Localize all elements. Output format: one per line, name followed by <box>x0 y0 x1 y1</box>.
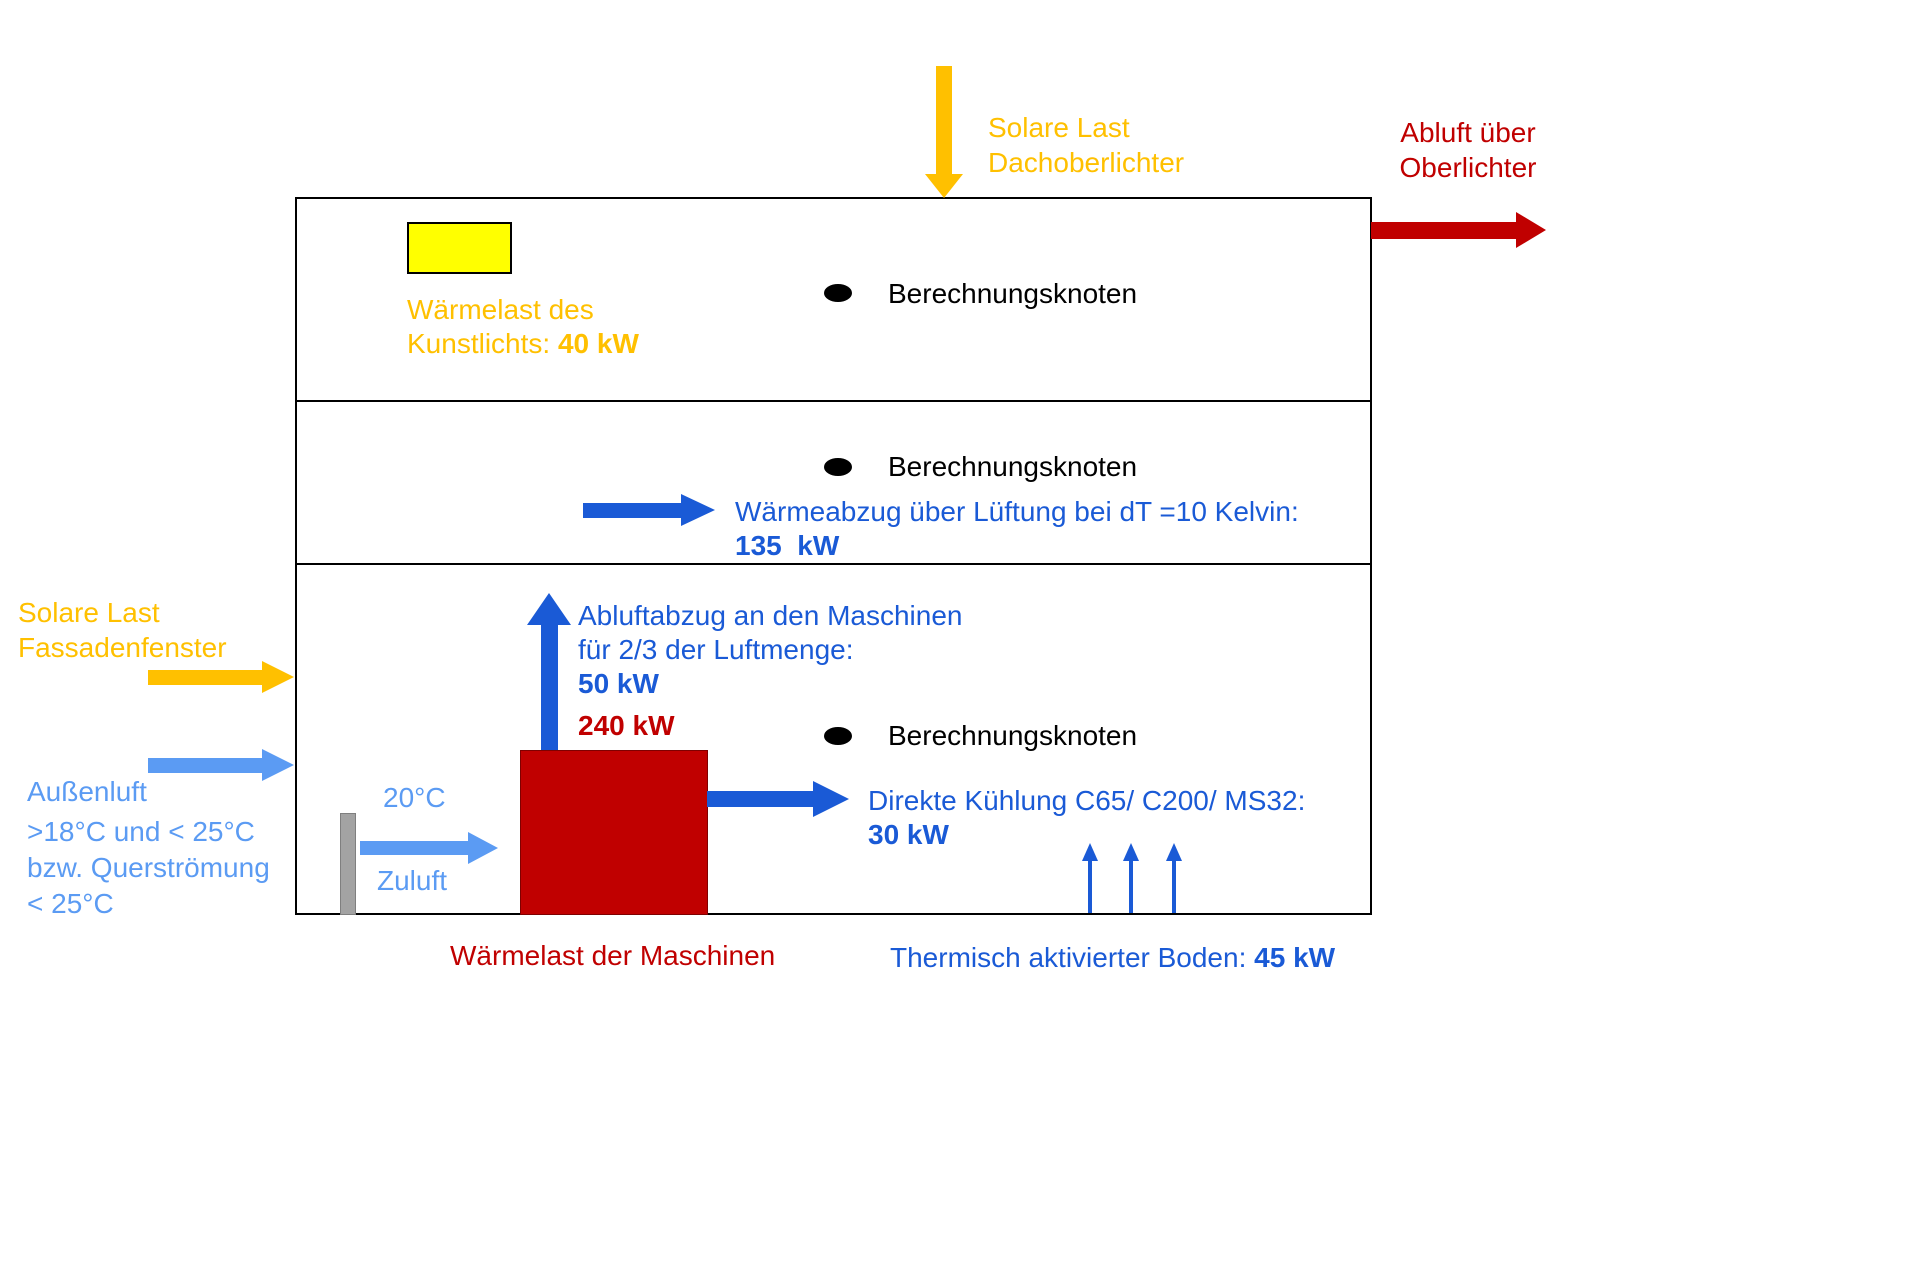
outdoor-air-arrowhead-icon <box>262 749 294 781</box>
supply-air-arrow-icon <box>360 841 470 855</box>
machine-heat-box <box>520 750 708 915</box>
outdoor-air-label-line3: bzw. Querströmung <box>27 852 270 883</box>
calculation-node-label-middle: Berechnungsknoten <box>888 451 1138 482</box>
supply-air-duct <box>340 813 356 915</box>
floor-arrow-3-icon <box>1172 861 1176 913</box>
light-load-label-line1: Wärmelast des <box>407 294 594 325</box>
floor-caption: Thermisch aktivierter Boden: 45 kW <box>890 941 1335 975</box>
calculation-node-label-bottom: Berechnungsknoten <box>888 720 1138 751</box>
direct-cooling-label: Direkte Kühlung C65/ C200/ MS32: <box>868 785 1306 816</box>
light-load-value: 40 kW <box>557 328 639 359</box>
exhaust-arrowhead-icon <box>1516 212 1546 248</box>
machine-exhaust-value: 50 kW <box>578 668 659 699</box>
exhaust-arrow-icon <box>1371 222 1518 239</box>
direct-cooling-arrow-icon <box>707 791 815 807</box>
calculation-node-label-top: Berechnungsknoten <box>888 278 1138 309</box>
machine-exhaust-label-line1: Abluftabzug an den Maschinen <box>578 600 963 631</box>
floor-arrowhead-1-icon <box>1082 843 1098 861</box>
machine-exhaust-label-line2: für 2/3 der Luftmenge: <box>578 634 854 665</box>
direct-cooling-arrowhead-icon <box>813 781 849 817</box>
floor-arrow-2-icon <box>1129 861 1133 913</box>
supply-air-label: Zuluft <box>377 865 448 896</box>
floor-arrow-1-icon <box>1088 861 1092 913</box>
light-load-label-line2: Kunstlichts: 40 kW <box>407 327 639 361</box>
solar-facade-label-line1: Solare Last <box>18 597 160 628</box>
exhaust-label-line1: Abluft über <box>1400 117 1536 148</box>
outdoor-air-label-line2: >18°C und < 25°C <box>27 816 255 847</box>
calculation-node-dot-top <box>824 284 852 302</box>
zone-divider-lower <box>295 563 1372 565</box>
artificial-light-box <box>407 222 512 274</box>
solar-facade-label-line2: Fassadenfenster <box>18 632 227 663</box>
outdoor-air-label-line4: < 25°C <box>27 888 114 919</box>
solar-facade-arrow-icon <box>148 670 264 685</box>
solar-facade-arrowhead-icon <box>262 661 294 693</box>
floor-arrowhead-2-icon <box>1123 843 1139 861</box>
ventilation-label: Wärmeabzug über Lüftung bei dT =10 Kelvi… <box>735 496 1299 527</box>
supply-air-arrowhead-icon <box>468 832 498 864</box>
ventilation-value: 135 kW <box>735 530 840 561</box>
outdoor-air-label-line1: Außenluft <box>27 776 147 807</box>
machine-exhaust-arrowhead-icon <box>527 593 571 625</box>
outdoor-air-arrow-icon <box>148 758 264 773</box>
exhaust-label-line2: Oberlichter <box>1399 152 1537 183</box>
light-load-prefix: Kunstlichts: <box>407 328 558 359</box>
floor-caption-prefix: Thermisch aktivierter Boden: <box>890 942 1255 973</box>
solar-roof-label-line2: Dachoberlichter <box>988 147 1185 178</box>
solar-roof-label-line1: Solare Last <box>988 112 1130 143</box>
ventilation-arrowhead-icon <box>681 494 715 526</box>
floor-arrowhead-3-icon <box>1166 843 1182 861</box>
solar-roof-arrowhead-icon <box>925 174 963 198</box>
solar-roof-arrow-icon <box>936 66 952 176</box>
ventilation-arrow-icon <box>583 503 683 518</box>
floor-caption-value: 45 kW <box>1254 942 1336 973</box>
direct-cooling-value: 30 kW <box>868 819 949 850</box>
machine-exhaust-arrow-icon <box>541 620 558 750</box>
calculation-node-dot-bottom <box>824 727 852 745</box>
machine-load-caption: Wärmelast der Maschinen <box>450 940 776 971</box>
machine-load-value: 240 kW <box>578 710 675 741</box>
zone-divider-upper <box>295 400 1372 402</box>
supply-air-temp: 20°C <box>383 782 446 813</box>
calculation-node-dot-middle <box>824 458 852 476</box>
